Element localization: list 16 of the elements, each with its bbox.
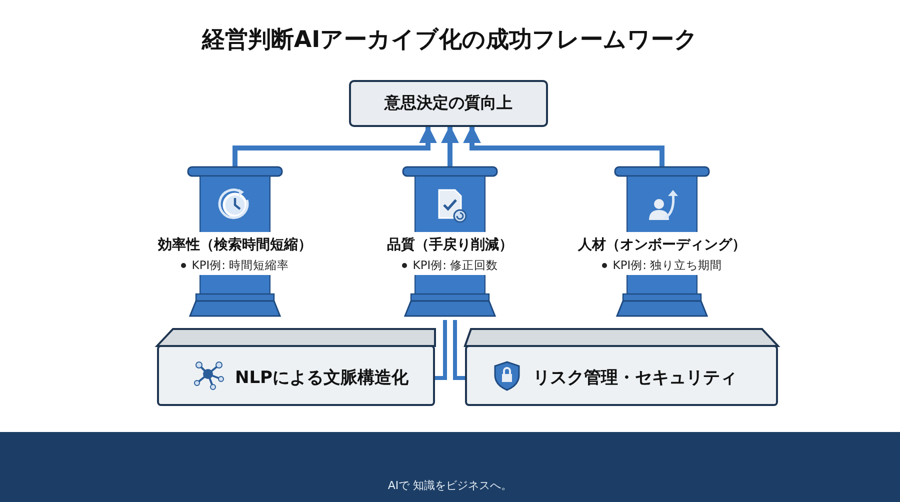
connector-line [453, 320, 465, 380]
goal-box: 意思決定の質向上 [349, 80, 548, 127]
tagline: AIで 知識をビジネスへ。 [386, 478, 514, 493]
foundation-label: リスク管理・セキュリティ [533, 367, 737, 389]
foundation-label: NLPによる文脈構造化 [235, 367, 409, 389]
kpi-text: KPI例: 独り立ち期間 [612, 258, 722, 272]
title: 経営判断AIアーカイブ化の成功フレームワーク [200, 26, 700, 55]
pillar-heading: 品質（手戻り削減） [387, 236, 513, 254]
connector-line [435, 320, 447, 380]
arrow [232, 125, 437, 167]
kpi-text: KPI例: 修正回数 [412, 258, 498, 272]
pillar-heading: 人材（オンボーディング） [578, 236, 746, 254]
arrow [441, 125, 459, 167]
arrow [463, 125, 664, 167]
kpi-text: KPI例: 時間短縮率 [192, 258, 290, 272]
pillar-heading: 効率性（検索時間短縮） [158, 236, 312, 254]
